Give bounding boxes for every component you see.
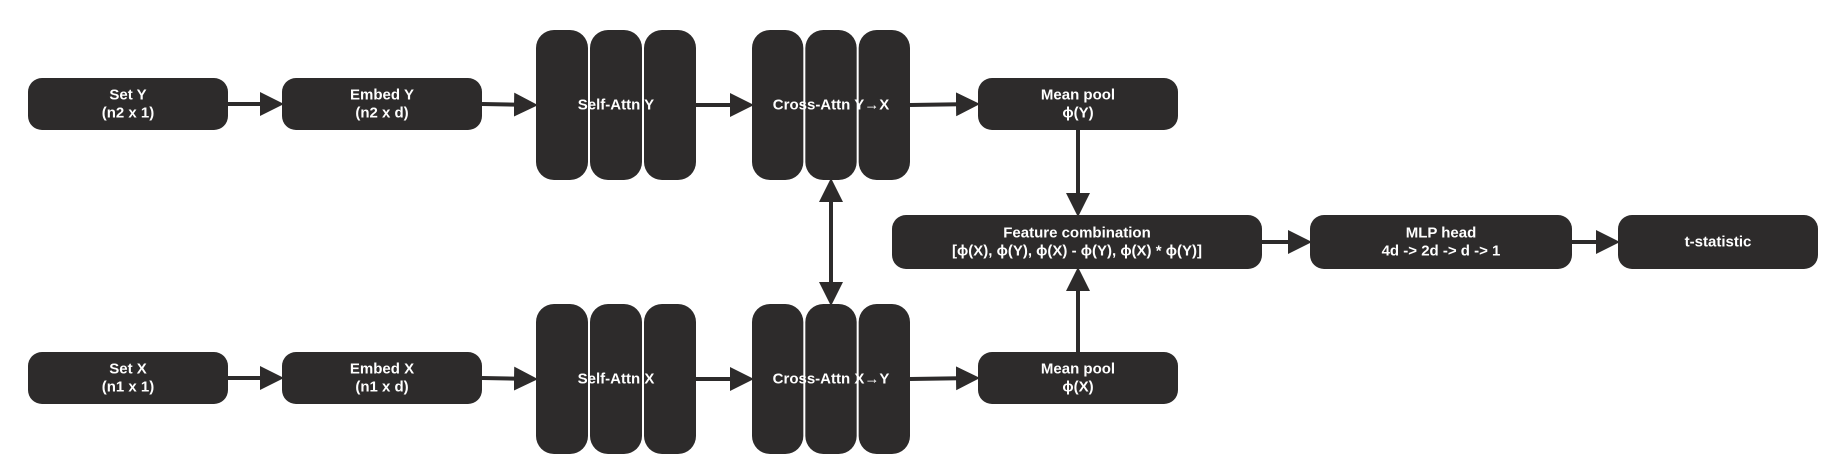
embed-y-label: Embed Y (350, 87, 414, 104)
edge-cross-attn-x-to-mean-pool-x (909, 366, 980, 391)
embed-x-box (282, 352, 482, 404)
self-attn-y-label: Self-Attn Y (578, 97, 654, 114)
mlp-head-label: 4d -> 2d -> d -> 1 (1382, 243, 1501, 260)
set-y-label: Set Y (109, 87, 146, 104)
edge-cross-attn-y-to-mean-pool-y (909, 92, 980, 117)
self-attn-x-layer-block (644, 304, 696, 454)
self-attn-y-layer-block (644, 30, 696, 180)
set-y-box (28, 78, 228, 130)
cross-attn-y-layer-block (805, 30, 857, 180)
cross-attn-y-label: Cross-Attn Y→X (773, 97, 889, 114)
t-statistic-box (1618, 215, 1818, 269)
cross-attn-x-label: Cross-Attn X→Y (773, 371, 890, 388)
cross-attn-y-layer-block (752, 30, 804, 180)
mlp-head-label: MLP head (1406, 225, 1477, 242)
set-y-label: (n2 x 1) (102, 105, 155, 122)
feature-combination-label: Feature combination (1003, 225, 1151, 242)
self-attn-x-label: Self-Attn X (578, 371, 655, 388)
mean-pool-x-label: ϕ(X) (1062, 379, 1093, 396)
embed-y-node: Embed Y(n2 x d) (282, 78, 482, 130)
self-attn-y-node: Self-Attn Y (536, 30, 696, 180)
mlp-head-box (1310, 215, 1572, 269)
cross-attn-x-layer-block (752, 304, 804, 454)
self-attn-y-layer-block (590, 30, 642, 180)
mean-pool-x-box (978, 352, 1178, 404)
self-attn-x-layer-block (536, 304, 588, 454)
edges-layer (228, 92, 1620, 391)
self-attn-x-layer-block (590, 304, 642, 454)
t-statistic-node: t-statistic (1618, 215, 1818, 269)
cross-attn-x-layer-block (858, 304, 910, 454)
edge-embed-x-to-self-attn-x (481, 366, 538, 391)
cross-attn-x-layer-block (805, 304, 857, 454)
embed-x-node: Embed X(n1 x d) (282, 352, 482, 404)
mean-pool-x-label: Mean pool (1041, 361, 1115, 378)
feature-combination-box (892, 215, 1262, 269)
mean-pool-y-label: ϕ(Y) (1062, 105, 1093, 122)
nodes-layer: Set Y(n2 x 1) Embed Y(n2 x d) Self-Attn Y C… (28, 30, 1818, 454)
mean-pool-y-box (978, 78, 1178, 130)
cross-attn-y-node: Cross-Attn Y→X (752, 30, 910, 180)
set-x-label: Set X (109, 361, 147, 378)
self-attn-x-node: Self-Attn X (536, 304, 696, 454)
cross-attn-y-layer-block (858, 30, 910, 180)
feature-combination-label: [ϕ(X), ϕ(Y), ϕ(X) - ϕ(Y), ϕ(X) * ϕ(Y)] (952, 243, 1202, 260)
t-statistic-label: t-statistic (1685, 234, 1752, 251)
embed-y-label: (n2 x d) (355, 105, 408, 122)
embed-x-label: Embed X (350, 361, 414, 378)
set-y-node: Set Y(n2 x 1) (28, 78, 228, 130)
self-attn-y-layer-block (536, 30, 588, 180)
set-x-box (28, 352, 228, 404)
embed-y-box (282, 78, 482, 130)
embed-x-label: (n1 x d) (355, 379, 408, 396)
edge-embed-y-to-self-attn-y (481, 92, 538, 117)
set-x-label: (n1 x 1) (102, 379, 155, 396)
feature-combination-node: Feature combination[ϕ(X), ϕ(Y), ϕ(X) - ϕ… (892, 215, 1262, 269)
mean-pool-y-label: Mean pool (1041, 87, 1115, 104)
set-x-node: Set X(n1 x 1) (28, 352, 228, 404)
cross-attn-x-node: Cross-Attn X→Y (752, 304, 910, 454)
